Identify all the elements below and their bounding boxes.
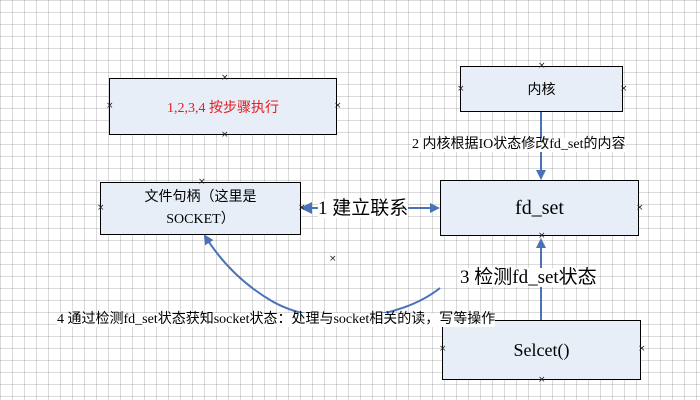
handle-mark: ×	[457, 84, 465, 94]
arrow-select-to-file	[203, 234, 441, 319]
handle-mark: ×	[334, 101, 342, 111]
handle-mark: ×	[298, 203, 306, 213]
handle-mark: ×	[97, 203, 105, 213]
handle-mark: ×	[439, 344, 447, 354]
select-box: Selcet()	[442, 320, 641, 380]
handle-mark: ×	[638, 344, 646, 354]
steps-text: 1,2,3,4 按步骤执行	[167, 100, 279, 116]
select-text: Selcet()	[513, 339, 570, 360]
handle-mark: ×	[198, 177, 206, 187]
kernel-box: 内核	[460, 66, 623, 112]
fdset-box: fd_set	[440, 180, 639, 236]
handle-mark: ×	[538, 231, 546, 241]
handle-mark: ×	[620, 84, 628, 94]
step2-label: 2 内核根据IO状态修改fd_set的内容	[412, 137, 626, 152]
kernel-text: 内核	[527, 83, 556, 98]
handle-mark: ×	[636, 203, 644, 213]
step1-label: 1 建立联系	[318, 198, 409, 219]
handle-mark: ×	[538, 375, 546, 385]
handle-mark: ×	[538, 61, 546, 71]
fdset-text: fd_set	[515, 196, 564, 219]
steps-box: 1,2,3,4 按步骤执行	[109, 78, 337, 135]
handle-mark: ×	[106, 101, 114, 111]
step3-label: 3 检测fd_set状态	[460, 267, 597, 288]
step4-label: 4 通过检测fd_set状态获知socket状态：处理与socket相关的读，写…	[57, 312, 496, 327]
arrowhead-left-file	[300, 202, 312, 214]
file-handle-box: 文件句柄（这里是SOCKET）	[100, 182, 301, 235]
file-handle-text: 文件句柄（这里是SOCKET）	[144, 189, 257, 227]
handle-mark: ×	[221, 130, 229, 140]
handle-mark: ×	[221, 73, 229, 83]
handle-mark: ×	[329, 254, 337, 264]
